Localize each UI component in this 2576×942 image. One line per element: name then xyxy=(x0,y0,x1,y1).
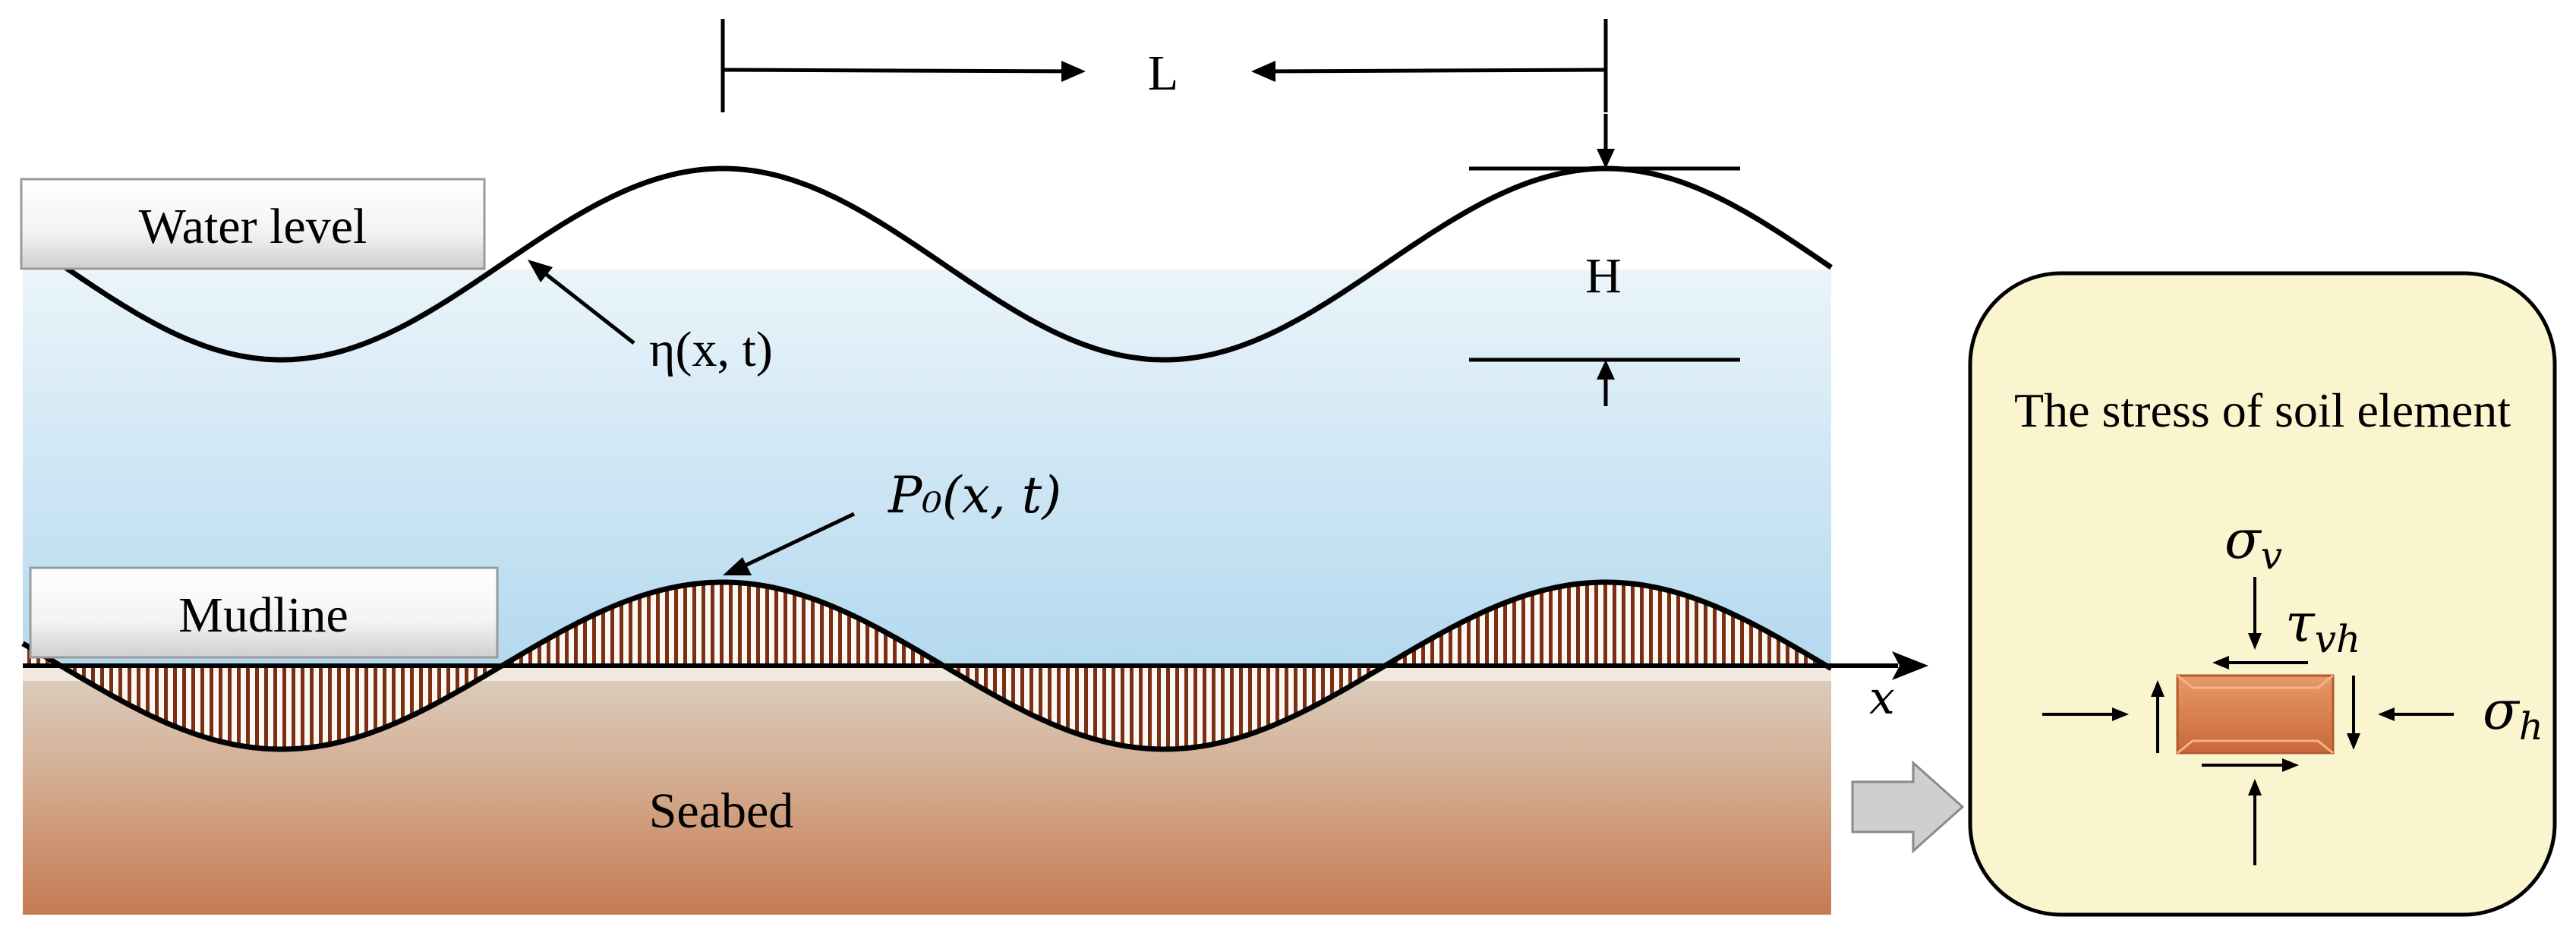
x-axis-label: x xyxy=(1869,672,1895,725)
water-level-tag xyxy=(20,178,486,270)
wavelength-left-arrowhead xyxy=(1061,61,1086,82)
surface-elevation-label: η(x, t) xyxy=(649,322,773,377)
wave-height-label: H xyxy=(1585,248,1622,304)
height-top-arrowhead xyxy=(1597,149,1615,169)
eta-leader-arrowhead xyxy=(528,260,553,282)
pressure-leader-line xyxy=(739,512,856,570)
sigma-v-bottom-arrowhead xyxy=(2248,779,2262,796)
wavelength-label: L xyxy=(1148,46,1178,101)
tau-left-arrowhead xyxy=(2151,680,2165,697)
seabed-label: Seabed xyxy=(649,783,794,839)
wavelength-right-arrow xyxy=(1260,68,1606,74)
sigma-v-label: σv xyxy=(2224,509,2282,578)
pressure-leader-arrowhead xyxy=(723,557,752,575)
sigma-h-right-arrowhead xyxy=(2378,707,2395,721)
tau-right-arrowhead xyxy=(2347,733,2360,750)
surface-wave-curve xyxy=(21,165,1833,363)
height-bottom-arrowhead xyxy=(1597,360,1615,380)
water-level-label: Water level xyxy=(139,199,367,254)
mudline-tag xyxy=(29,566,499,659)
soil-element-bevel xyxy=(2177,674,2334,755)
wavelength-left-arrow xyxy=(722,68,1079,74)
x-axis-arrowhead xyxy=(1892,651,1928,680)
mudline-label: Mudline xyxy=(178,588,348,643)
bottom-pressure-label: P₀(x, t) xyxy=(888,466,1061,525)
tau-top-arrowhead xyxy=(2212,656,2229,669)
gray-pointer-arrow xyxy=(1851,760,1965,854)
sigma-h-label: σh xyxy=(2483,679,2543,748)
eta-leader-line xyxy=(541,270,635,345)
sigma-v-top-arrowhead xyxy=(2248,633,2262,650)
stress-panel xyxy=(1968,271,2557,917)
tau-bottom-arrowhead xyxy=(2282,758,2299,772)
stress-panel-title: The stress of soil element xyxy=(2014,383,2511,437)
pressure-curve xyxy=(21,579,1833,752)
wavelength-right-arrowhead xyxy=(1251,61,1275,82)
sigma-h-left-arrowhead xyxy=(2112,707,2129,721)
tau-vh-label: τvh xyxy=(2285,592,2360,661)
